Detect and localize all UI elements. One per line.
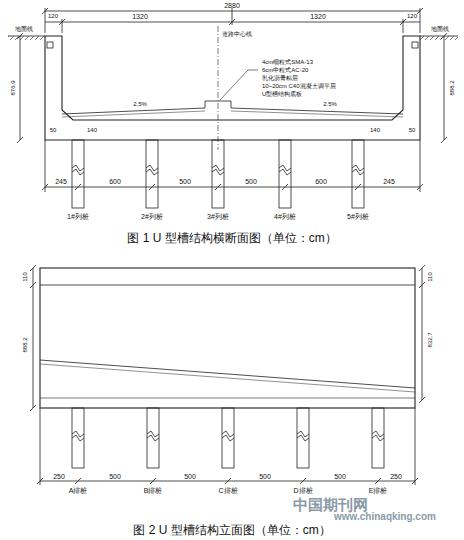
pile-label: 3#列桩 [207, 213, 229, 220]
dimension: 140 [87, 127, 97, 133]
dimension: 50 [409, 127, 416, 133]
dimension: 1320 [132, 13, 148, 20]
dimension: 2880 [224, 2, 240, 9]
ground-label: 地面线 [15, 26, 33, 32]
layer-note: 10~20cm C40混凝土调平层 [262, 83, 336, 89]
pile-label: B排桩 [144, 487, 163, 494]
layer-note: U型槽结构底板 [262, 91, 302, 97]
centerline-label: 道路中心线 [222, 31, 252, 37]
pile-label: D排桩 [293, 487, 312, 494]
dimension: 140 [370, 127, 380, 133]
watermark: www.chinaqking.com [334, 512, 436, 522]
dimension: 500 [334, 473, 346, 480]
dimension: 888.2 [22, 337, 28, 352]
watermark: 中国期刊网 [293, 497, 368, 512]
dimension: 250 [390, 473, 402, 480]
pile-label: 1#列桩 [67, 213, 89, 220]
dimension: 600 [315, 178, 327, 185]
dimension: 500 [179, 178, 191, 185]
dimension: 888.2 [449, 80, 455, 95]
figure-caption: 图 1 U 型槽结构横断面图（单位：cm） [127, 232, 336, 244]
layer-note: 乳化沥青粘层 [262, 75, 298, 81]
dimension: 500 [259, 473, 271, 480]
dimension: 245 [383, 178, 395, 185]
dimension: 500 [245, 178, 257, 185]
cross-section [8, 8, 458, 208]
pile-label: 2#列桩 [141, 213, 163, 220]
dimension: 245 [55, 178, 67, 185]
dimension: 110 [427, 272, 433, 282]
pile-label: 5#列桩 [347, 213, 369, 220]
dimension: 120 [48, 13, 58, 19]
dimension: 110 [22, 272, 28, 282]
dimension: 500 [109, 473, 121, 480]
layer-note: 6cm中粒式AC-20 [262, 67, 308, 73]
slope-label: 2.5% [323, 101, 337, 107]
dimension: 1320 [310, 13, 326, 20]
dimension: 600 [109, 178, 121, 185]
dimension: 120 [407, 13, 417, 19]
dimension: 50 [50, 127, 57, 133]
slope-label: 2.5% [133, 101, 147, 107]
pile-label: A排桩 [69, 487, 88, 494]
dimension: 832.7 [427, 332, 433, 347]
elevation [30, 265, 425, 485]
pile-label: C排桩 [218, 487, 237, 494]
layer-note: 4cm细粒式SMA-13 [262, 59, 313, 65]
dimension: 250 [53, 473, 65, 480]
dimension: 500 [184, 473, 196, 480]
pile-label: 4#列桩 [274, 213, 296, 220]
dimension: 876.9 [10, 80, 16, 95]
pile-label: E排桩 [369, 487, 388, 494]
ground-label: 地面线 [431, 26, 449, 32]
figure-caption: 图 2 U 型槽结构立面图（单位：cm） [133, 524, 330, 536]
